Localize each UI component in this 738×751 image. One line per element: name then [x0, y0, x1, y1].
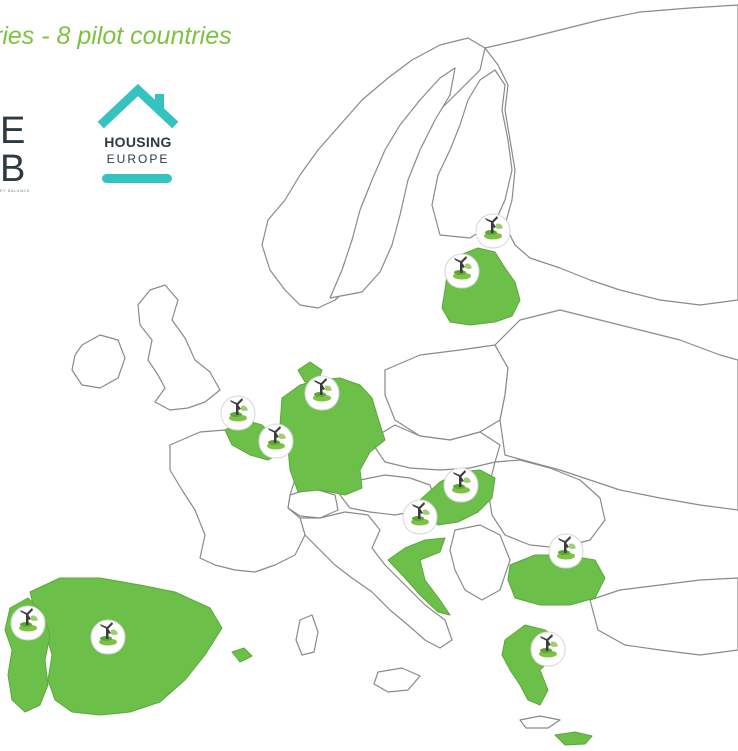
pilot-pin-icon: [444, 253, 480, 289]
pilot-country-croatia: [387, 537, 451, 616]
country-poland: [384, 344, 509, 441]
country-finland: [431, 69, 513, 239]
island-sicily: [373, 667, 421, 693]
pilot-pin-icon: [530, 631, 566, 667]
country-serbia: [449, 524, 511, 601]
pilot-pin-icon: [220, 395, 256, 431]
housing-europe-underline: [102, 174, 172, 183]
pilot-pin-icon: [10, 605, 46, 641]
pilot-country-germany: [279, 377, 386, 496]
country-turkey: [589, 577, 738, 656]
housing-europe-line1: HOUSING: [104, 134, 172, 150]
housing-europe-line2: EUROPE: [106, 152, 170, 166]
country-ireland: [71, 334, 126, 389]
housing-europe-logo: HOUSING EUROPE: [92, 82, 184, 194]
country-belarus-ukraine: [494, 309, 738, 511]
house-roof-icon: [97, 83, 179, 129]
pilot-pin-icon: [443, 467, 479, 503]
country-romania: [487, 459, 606, 549]
pilot-pin-icon: [90, 619, 126, 655]
pilot-pin-icon: [304, 375, 340, 411]
eb-logo: E B EY BALANCE: [0, 110, 31, 193]
pilot-pin-icon: [258, 423, 294, 459]
country-czech-slovakia: [369, 424, 501, 471]
land-background: [71, 4, 738, 729]
island-crete-pilot: [554, 731, 593, 746]
country-sweden-inner: [329, 67, 456, 299]
island-crete-outline: [519, 715, 561, 729]
pilot-pin-icon: [548, 533, 584, 569]
island-mallorca: [231, 647, 253, 663]
pilot-country-spain: [29, 577, 223, 716]
pilot-pin-icon: [475, 213, 511, 249]
pilot-pin-icon: [402, 499, 438, 535]
country-uk: [137, 284, 221, 411]
country-italy: [299, 511, 453, 649]
island-sardinia: [295, 614, 319, 656]
country-russia: [484, 4, 738, 306]
page-title: ries - 8 pilot countries: [0, 22, 232, 50]
